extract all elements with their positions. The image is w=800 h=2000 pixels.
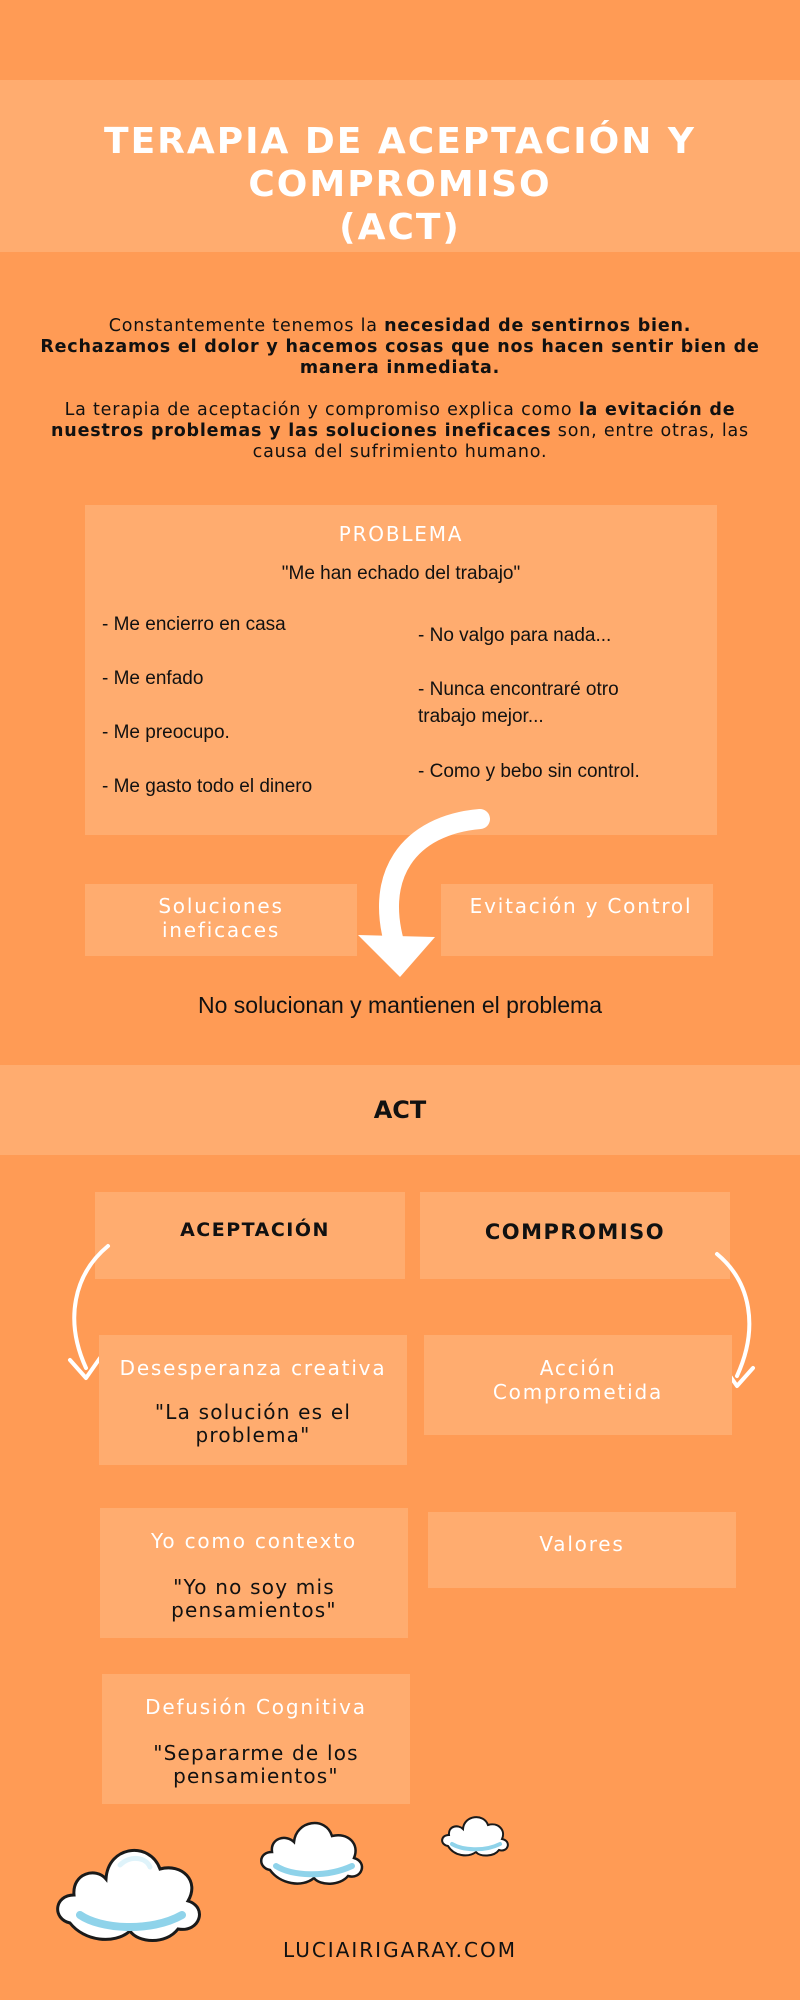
problema-label: PROBLEMA <box>338 522 464 546</box>
aceptacion-box: ACEPTACIÓN <box>95 1192 405 1279</box>
title-line: COMPROMISO <box>248 164 552 205</box>
compromiso-label: COMPROMISO <box>484 1220 666 1244</box>
cloud-icon <box>56 1848 201 1942</box>
aceptacion-label: ACEPTACIÓN <box>180 1219 330 1241</box>
desesperanza-title: Desesperanza creativa <box>119 1356 387 1380</box>
compromiso-box: COMPROMISO <box>420 1192 730 1279</box>
soluciones-ineficaces-label: Soluciones ineficaces <box>158 894 284 942</box>
desesperanza-quote: "La solución es el problema" <box>154 1400 352 1447</box>
title-line: (ACT) <box>339 207 461 248</box>
evitacion-control-label: Evitación y Control <box>469 894 693 918</box>
accion-comprometida-card: Acción Comprometida <box>424 1335 732 1435</box>
problema-thought-item: - Nunca encontraré otro trabajo mejor... <box>418 679 619 727</box>
header-band <box>0 80 800 252</box>
intro-paragraph-1: Constantemente tenemos la necesidad de s… <box>40 316 760 379</box>
problema-thought-item: - Como y bebo sin control. <box>418 761 640 782</box>
intro-bold-text: necesidad de sentirnos bien. <box>384 316 692 336</box>
intro-text: Constantemente tenemos la <box>108 316 385 336</box>
problema-quote: "Me han echado del trabajo" <box>281 563 521 584</box>
accion-comprometida-title: Acción Comprometida <box>492 1356 664 1404</box>
soluciones-ineficaces-box: Soluciones ineficaces <box>85 884 357 956</box>
cloud-icon <box>441 1816 509 1857</box>
problema-reaction-item: - Me preocupo. <box>102 722 230 743</box>
act-band <box>0 1065 800 1155</box>
valores-title: Valores <box>539 1532 625 1556</box>
yo-contexto-quote: "Yo no soy mis pensamientos" <box>171 1575 337 1622</box>
problema-reaction-item: - Me encierro en casa <box>102 614 286 635</box>
problema-reaction-item: - Me gasto todo el dinero <box>102 776 313 797</box>
act-label: ACT <box>373 1096 427 1124</box>
intro-bold-text: la evitación de nuestros problemas y las… <box>51 400 736 441</box>
desesperanza-card: Desesperanza creativa "La solución es el… <box>99 1335 407 1465</box>
defusion-title: Defusión Cognitiva <box>145 1695 367 1719</box>
title-line: TERAPIA DE ACEPTACIÓN Y <box>104 121 696 162</box>
intro-text: son, entre otras, las causa del sufrimie… <box>252 421 749 462</box>
intro-paragraph-2: La terapia de aceptación y compromiso ex… <box>40 400 760 463</box>
problema-reaction-item: - Me enfado <box>102 668 204 689</box>
yo-contexto-title: Yo como contexto <box>151 1529 357 1553</box>
problema-panel: PROBLEMA "Me han echado del trabajo" - M… <box>85 505 717 835</box>
defusion-card: Defusión Cognitiva "Separarme de los pen… <box>102 1674 410 1804</box>
left-curved-arrow-icon <box>68 1244 110 1380</box>
evitacion-control-box: Evitación y Control <box>441 884 713 956</box>
conclusion-text: No solucionan y mantienen el problema <box>197 992 603 1018</box>
cloud-icon <box>260 1821 364 1885</box>
yo-contexto-card: Yo como contexto "Yo no soy mis pensamie… <box>100 1508 408 1638</box>
intro-bold-text: Rechazamos el dolor y hacemos cosas que … <box>40 337 760 378</box>
curved-arrow-icon <box>358 809 490 977</box>
footer-website[interactable]: LUCIAIRIGARAY.COM <box>283 1938 517 1962</box>
page-title: TERAPIA DE ACEPTACIÓN Y COMPROMISO (ACT) <box>0 120 800 249</box>
defusion-quote: "Separarme de los pensamientos" <box>153 1741 359 1788</box>
problema-thought-item: - No valgo para nada... <box>418 625 612 646</box>
valores-card: Valores <box>428 1512 736 1588</box>
intro-text: La terapia de aceptación y compromiso ex… <box>64 400 579 420</box>
